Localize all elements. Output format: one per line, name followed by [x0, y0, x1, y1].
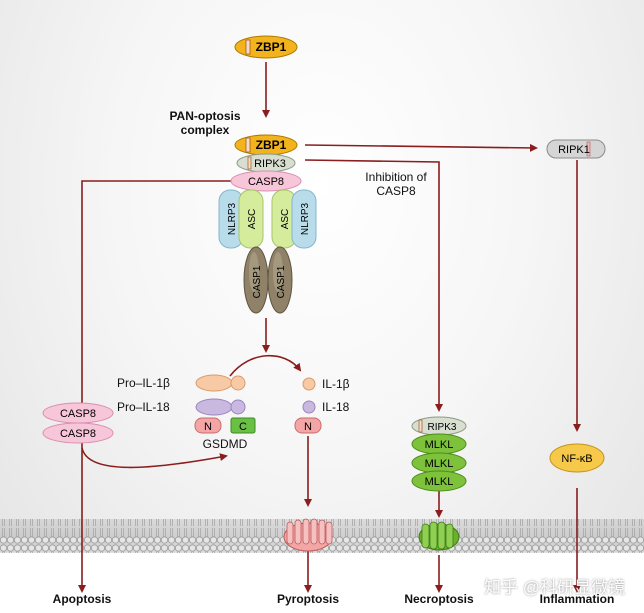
mlkl-3 — [411, 470, 467, 492]
complex-ripk3-label: RIPK3 — [254, 158, 286, 170]
mlkl-2-label: MLKL — [425, 458, 454, 470]
necrosome: RIPK3 MLKL MLKL MLKL — [411, 416, 467, 492]
il-1b-shape — [302, 377, 316, 391]
gsdmd-c-label: C — [239, 421, 247, 433]
complex-casp8-label: CASP8 — [248, 176, 284, 188]
nlrp3-left-label: NLRP3 — [227, 202, 238, 235]
gsdmd-c-domain — [230, 417, 256, 434]
casp8-a-label: CASP8 — [60, 408, 96, 420]
complex-zbp1-label: ZBP1 — [256, 138, 287, 152]
casp1-left-label: CASP1 — [252, 265, 263, 298]
arrow-to-necroptosis — [304, 159, 443, 412]
nfkb-label: NF-κB — [561, 453, 592, 465]
nlrp3-right — [291, 189, 317, 249]
il-18-label: IL-18 — [322, 400, 350, 414]
zbp1-top: ZBP1 — [234, 35, 298, 59]
asc-left — [238, 189, 264, 249]
asc-left-label: ASC — [247, 209, 258, 230]
outcome-apoptosis: Apoptosis — [52, 592, 112, 606]
apoptosis-casp8-pair: CASP8 CASP8 — [42, 402, 114, 444]
gsdmd-n-domain — [194, 417, 222, 434]
pro-il-18-shape — [195, 398, 246, 416]
pan-optosis-complex-title: PAN-optosis complex — [169, 109, 241, 137]
gsdmd-full: N C — [194, 417, 256, 434]
casp1-dimer: CASP1 CASP1 — [243, 246, 293, 314]
outcome-inflammation: Inflammation — [539, 592, 615, 606]
inhibition-casp8-label: Inhibition of CASP8 — [365, 170, 427, 198]
ripk1: RIPK1 — [546, 139, 606, 159]
casp8-b — [42, 422, 114, 444]
gsdmd-n-label: N — [204, 421, 212, 433]
inflammasome: NLRP3 ASC ASC NLRP3 — [218, 189, 317, 249]
arrow-to-apoptosis — [78, 180, 238, 593]
ripk1-label: RIPK1 — [558, 144, 590, 156]
mlkl-3-label: MLKL — [425, 476, 454, 488]
casp1-right-label: CASP1 — [276, 265, 287, 298]
gsdmd-pore — [283, 518, 333, 552]
zbp1-top-label: ZBP1 — [256, 40, 287, 54]
pro-il-1b-label: Pro–IL-1β — [117, 376, 170, 390]
watermark: 知乎 @科研显微镜 — [484, 578, 625, 597]
nfkb: NF-κB — [549, 443, 605, 473]
casp8-b-label: CASP8 — [60, 428, 96, 440]
il-1b-label: IL-1β — [322, 377, 350, 391]
gsdmd-n-cleaved: N — [294, 417, 322, 434]
gsdmd-label: GSDMD — [202, 437, 248, 451]
complex-zbp1: ZBP1 — [234, 134, 298, 156]
gsdmd-n-cleaved-label: N — [304, 421, 312, 433]
nlrp3-right-label: NLRP3 — [300, 202, 311, 235]
necro-ripk3-label: RIPK3 — [428, 422, 457, 433]
il-18-shape — [302, 400, 316, 414]
arrow-il-maturation — [229, 354, 302, 377]
complex-ripk3: RIPK3 — [236, 153, 296, 173]
pathway-arrows — [78, 62, 581, 593]
pro-il-1b-shape — [195, 374, 246, 392]
asc-right-label: ASC — [280, 209, 291, 230]
pro-il-18-label: Pro–IL-18 — [117, 400, 170, 414]
arrow-casp8-to-gsdmd — [81, 447, 228, 469]
complex-casp8: CASP8 — [230, 170, 302, 192]
outcome-pyroptosis: Pyroptosis — [276, 592, 340, 606]
extracellular-area — [0, 552, 644, 613]
arrow-to-ripk1 — [304, 143, 538, 152]
outcome-necroptosis: Necroptosis — [404, 592, 474, 606]
mlkl-1-label: MLKL — [425, 439, 454, 451]
mlkl-pore — [418, 521, 460, 551]
